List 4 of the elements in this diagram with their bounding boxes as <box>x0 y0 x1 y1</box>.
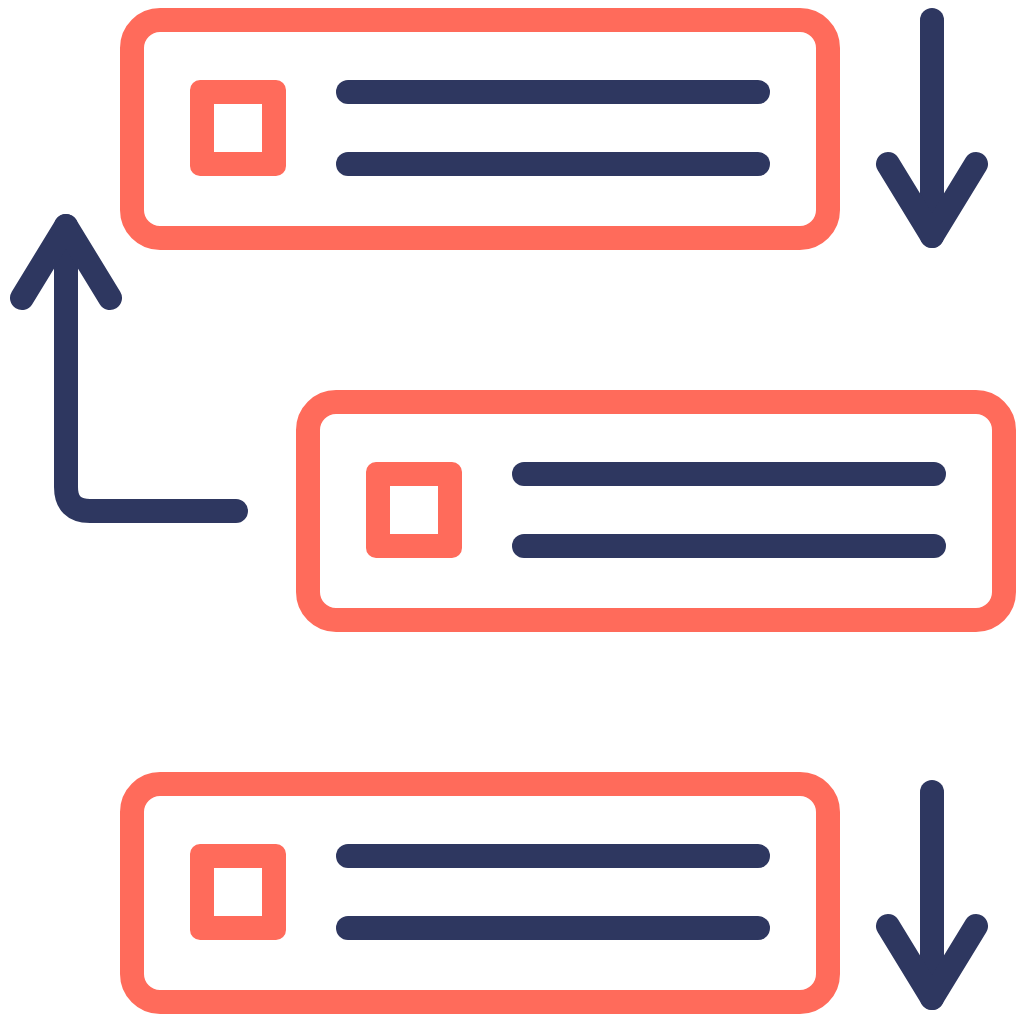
list-item-card <box>120 8 840 250</box>
elbow-arrow <box>10 214 248 523</box>
list-item-card <box>120 772 840 1014</box>
list-item-card <box>296 390 1016 632</box>
